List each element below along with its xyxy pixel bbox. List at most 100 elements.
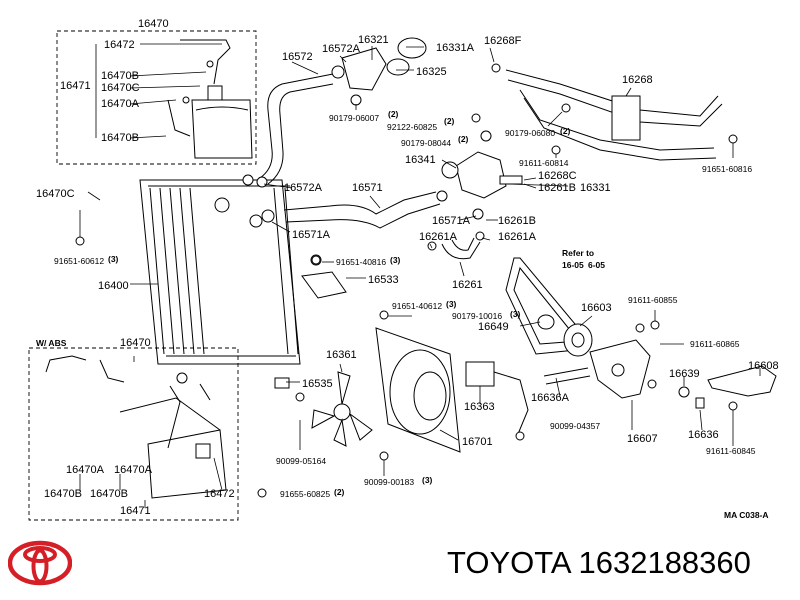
label-16470-bottom: 16470 <box>120 337 151 349</box>
bolt-marker-group <box>75 113 738 498</box>
label-91611-60845: 91611-60845 <box>706 446 756 456</box>
label-16471-top: 16471 <box>60 80 91 92</box>
label-16608: 16608 <box>748 360 779 372</box>
label-16331: 16331 <box>580 182 611 194</box>
label-92122-60825: 92122-60825 <box>387 122 437 132</box>
label-16341: 16341 <box>405 154 436 166</box>
water-bypass-pipe <box>505 69 723 161</box>
pulley-bracket <box>543 323 657 399</box>
label-qty-3b: (3) <box>390 255 401 265</box>
label-16470-top: 16470 <box>138 18 169 30</box>
label-91611-60865: 91611-60865 <box>690 339 740 349</box>
refer-note-1: Refer to <box>562 248 594 258</box>
label-91655-60825: 91655-60825 <box>280 489 330 499</box>
label-qty-3a: (3) <box>108 254 119 264</box>
leader-lines <box>79 43 761 508</box>
label-16471-bottom: 16471 <box>120 505 151 517</box>
abs-box-title: W/ ABS <box>36 338 67 348</box>
label-16325: 16325 <box>416 66 447 78</box>
label-16261: 16261 <box>452 279 483 291</box>
label-16639: 16639 <box>669 368 700 380</box>
label-qty-2c: (2) <box>458 134 469 144</box>
figure-code: MA C038-A <box>724 510 769 520</box>
label-16470b-bottom-1: 16470B <box>44 488 82 500</box>
label-90179-10016: 90179-10016 <box>452 311 502 321</box>
label-16470b2-top: 16470B <box>101 132 139 144</box>
upper-hose <box>242 73 334 188</box>
label-16572a-top: 16572A <box>322 43 361 55</box>
fan-motor <box>465 361 529 441</box>
label-16261a-left: 16261A <box>419 231 458 243</box>
refer-note-3: 6-05 <box>588 260 605 270</box>
label-16470a-bottom-1: 16470A <box>66 464 105 476</box>
label-16571a-left: 16571A <box>292 229 331 241</box>
thermostat <box>386 37 427 76</box>
label-16363: 16363 <box>464 401 495 413</box>
reservoir-tank-top <box>167 39 253 159</box>
radiator-core <box>139 179 301 365</box>
brand-part-number: TOYOTA 1632188360 <box>447 545 751 580</box>
label-16603: 16603 <box>581 302 612 314</box>
label-qty-2b: (2) <box>444 116 455 126</box>
part-labels: 16470 16472 16471 16470B 16470C 16470A 1… <box>36 18 779 520</box>
label-16472-top: 16472 <box>104 39 135 51</box>
label-16636a: 16636A <box>531 392 570 404</box>
label-16701: 16701 <box>462 436 493 448</box>
reservoir-box-top <box>56 30 257 165</box>
label-91651-60816: 91651-60816 <box>702 164 752 174</box>
label-16572a-mid: 16572A <box>284 182 323 194</box>
label-90099-00183: 90099-00183 <box>364 477 414 487</box>
toyota-logo <box>8 540 72 586</box>
label-qty-2a: (2) <box>388 109 399 119</box>
bypass-clamp <box>480 63 501 142</box>
label-90099-05164: 90099-05164 <box>276 456 326 466</box>
label-16361: 16361 <box>326 349 357 361</box>
lower-hose <box>261 190 448 229</box>
label-16607: 16607 <box>627 433 658 445</box>
label-16470b-top: 16470B <box>101 70 139 82</box>
fan-shroud <box>375 310 461 453</box>
label-16571a-right: 16571A <box>432 215 471 227</box>
label-qty-3e: (3) <box>422 475 433 485</box>
cooling-fan <box>311 371 373 447</box>
label-16321: 16321 <box>358 34 389 46</box>
label-16533: 16533 <box>368 274 399 286</box>
label-16472-bottom: 16472 <box>204 488 235 500</box>
label-16268c: 16268C <box>538 170 577 182</box>
label-16572: 16572 <box>282 51 313 63</box>
label-16470b-bottom-2: 16470B <box>90 488 128 500</box>
label-16470a-bottom-2: 16470A <box>114 464 153 476</box>
label-16331a: 16331A <box>436 42 475 54</box>
label-16571: 16571 <box>352 182 383 194</box>
label-16470c-left: 16470C <box>36 188 75 200</box>
radiator-parts-diagram: 16470 16472 16471 16470B 16470C 16470A 1… <box>28 18 779 521</box>
adjusting-bar-stay <box>678 365 777 409</box>
label-16268: 16268 <box>622 74 653 86</box>
label-16261b-mid: 16261B <box>498 215 536 227</box>
label-16261b-right: 16261B <box>538 182 576 194</box>
label-91651-40612: 91651-40612 <box>392 301 442 311</box>
label-90179-08044: 90179-08044 <box>401 138 451 148</box>
fan-drive-belt <box>505 257 593 357</box>
label-91611-60814: 91611-60814 <box>519 158 569 168</box>
label-16470a-top: 16470A <box>101 98 140 110</box>
label-16400: 16400 <box>98 280 129 292</box>
label-16649: 16649 <box>478 321 509 333</box>
label-90179-06007: 90179-06007 <box>329 113 379 123</box>
label-16535: 16535 <box>302 378 333 390</box>
label-16268f: 16268F <box>484 35 522 47</box>
label-qty-2e: (2) <box>334 487 345 497</box>
label-qty-2d: (2) <box>560 126 571 136</box>
water-inlet-housing <box>441 151 523 199</box>
reservoir-tank-abs <box>45 355 227 499</box>
label-qty-3c: (3) <box>446 299 457 309</box>
label-91651-60612: 91651-60612 <box>54 256 104 266</box>
label-16470c-top: 16470C <box>101 82 140 94</box>
label-16636: 16636 <box>688 429 719 441</box>
radiator-drain-plug <box>274 377 290 389</box>
label-91651-40816: 91651-40816 <box>336 257 386 267</box>
water-outlet <box>331 47 387 106</box>
footer <box>0 530 800 600</box>
label-qty-3d: (3) <box>510 309 521 319</box>
label-90179-06080: 90179-06080 <box>505 128 555 138</box>
